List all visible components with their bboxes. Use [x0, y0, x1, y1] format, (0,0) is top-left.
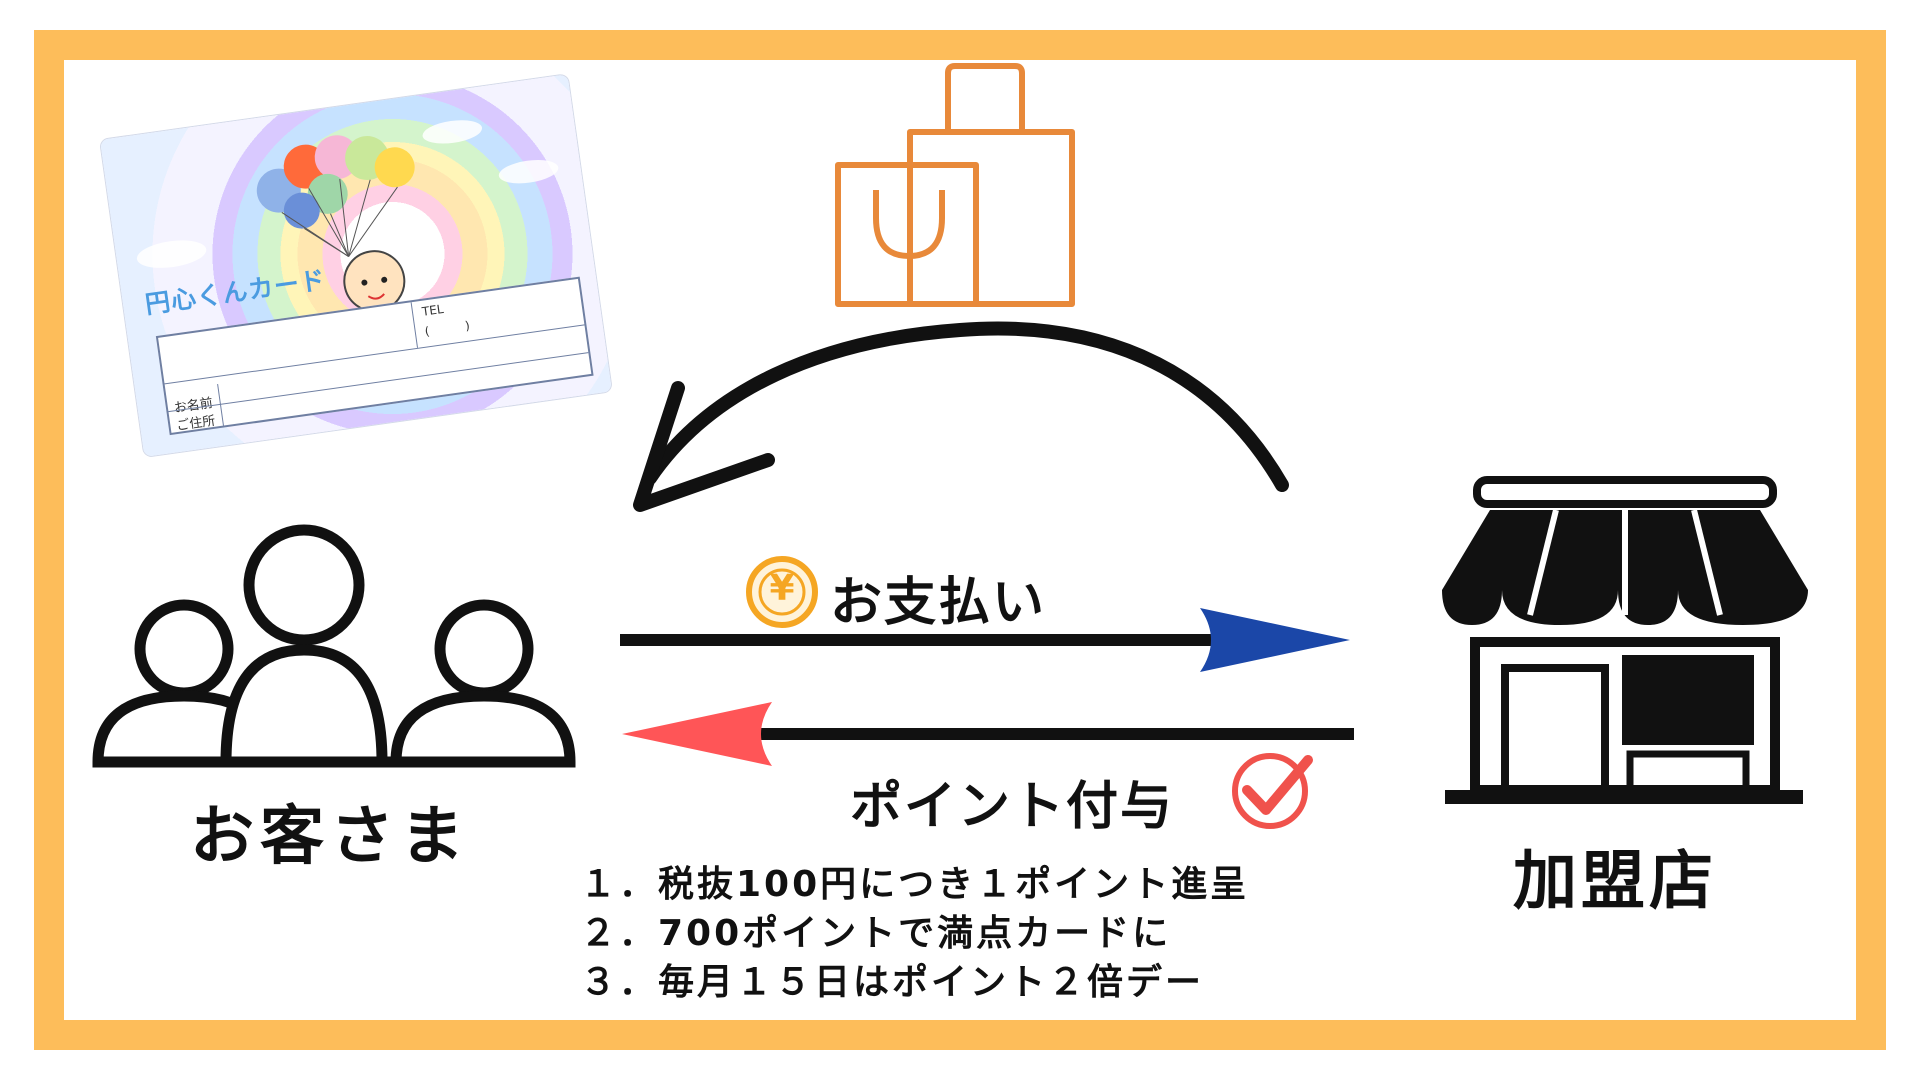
yen-symbol: ¥	[769, 568, 795, 609]
return-curve-arrow	[633, 321, 1289, 512]
checkmark-icon	[1232, 753, 1313, 829]
rule-item: ２．700ポイントで満点カードに	[580, 913, 1172, 954]
points-arrow-head	[622, 702, 772, 766]
points-label: ポイント付与	[850, 777, 1175, 837]
payment-label: お支払い	[830, 573, 1047, 633]
payment-arrow-head	[1200, 608, 1350, 672]
shopping-bag-icon	[835, 63, 1075, 307]
customers-icon	[92, 524, 576, 768]
yen-coin-icon	[746, 556, 818, 628]
store-label: 加盟店	[1513, 845, 1717, 919]
rule-item: １．税抜100円につき１ポイント進呈	[580, 864, 1250, 905]
store-icon	[1442, 476, 1808, 804]
rules-list: １．税抜100円につき１ポイント進呈 ２．700ポイントで満点カードに ３．毎月…	[580, 860, 1249, 1007]
point-card-image: 円心くんカード TEL ( ) お名前 ご住所	[100, 74, 612, 457]
rule-item: ３．毎月１５日はポイント２倍デー	[580, 962, 1205, 1003]
customer-label: お客さま	[190, 800, 470, 874]
